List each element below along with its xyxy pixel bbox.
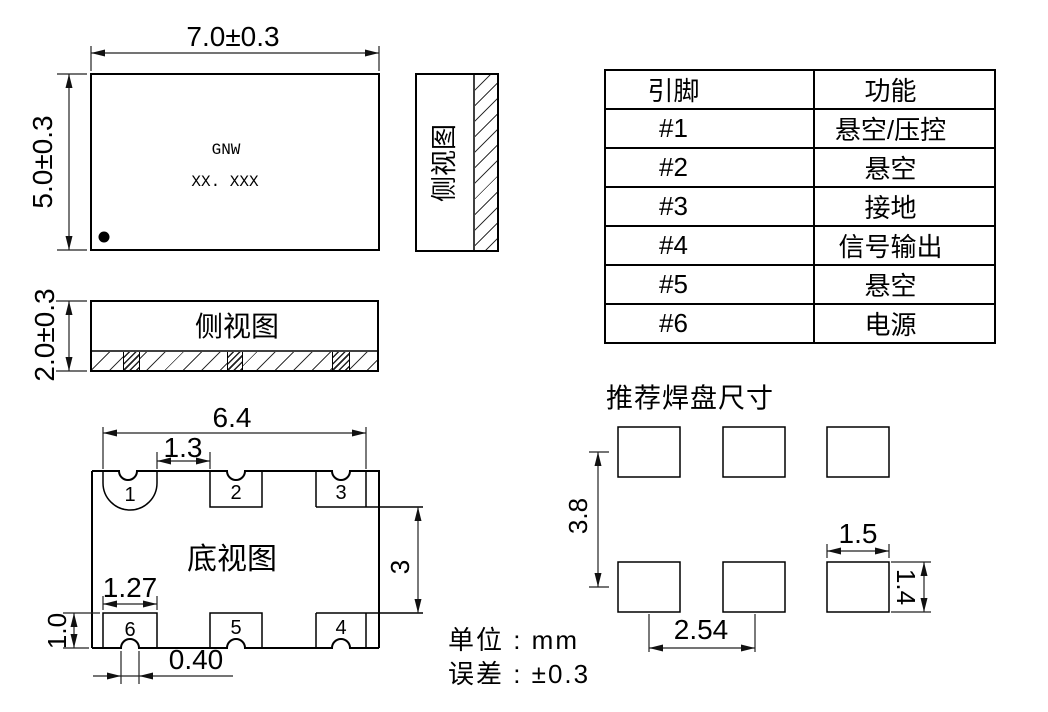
function-cell: 悬空 xyxy=(813,147,996,188)
front-side-height-dim: 2.0±0.3 xyxy=(29,288,60,382)
pin-number-4: 4 xyxy=(335,617,347,639)
front-side-pad-c xyxy=(332,352,350,370)
top-view-height-dim: 5.0±0.3 xyxy=(27,115,58,209)
land-pad-6 xyxy=(617,561,681,613)
pin-header-cell: 引脚 xyxy=(604,69,815,110)
land-pad-height-dim: 1.4 xyxy=(891,568,921,606)
pin1-marker-dot xyxy=(98,231,110,243)
bottom-pad-width-dim: 1.27 xyxy=(102,572,158,603)
pin-number-3: 3 xyxy=(335,482,347,504)
pad-col-spacing-dim: 2.54 xyxy=(673,614,729,645)
tolerance-note: 误差 : ±0.3 xyxy=(448,659,591,689)
pin-number-5: 5 xyxy=(230,617,242,639)
land-pad-2 xyxy=(722,426,786,478)
pin-cell: #6 xyxy=(604,303,815,344)
land-pad-5 xyxy=(722,561,786,613)
function-cell: 悬空/压控 xyxy=(813,108,996,149)
pad-3-shape xyxy=(315,471,423,508)
function-cell: 信号输出 xyxy=(813,225,996,266)
right-side-view-label: 侧视图 xyxy=(429,123,459,203)
pin-cell: #4 xyxy=(604,225,815,266)
function-cell: 电源 xyxy=(813,303,996,344)
land-pad-1 xyxy=(617,426,681,478)
top-view-outline xyxy=(90,73,380,251)
table-row: #4 信号输出 xyxy=(604,225,996,266)
pin-cell: #5 xyxy=(604,264,815,305)
pin-cell: #2 xyxy=(604,147,815,188)
table-row: #3 接地 xyxy=(604,186,996,227)
function-cell: 悬空 xyxy=(813,264,996,305)
pin-number-6: 6 xyxy=(124,619,136,641)
bottom-pad-pitch-dim: 1.3 xyxy=(163,432,203,463)
front-side-pad-a xyxy=(123,352,140,370)
table-row: #5 悬空 xyxy=(604,264,996,305)
function-cell: 接地 xyxy=(813,186,996,227)
bottom-view-label: 底视图 xyxy=(187,543,277,576)
bottom-overall-width-dim: 6.4 xyxy=(212,402,252,433)
pin-cell: #3 xyxy=(604,186,815,227)
land-pad-width-dim: 1.5 xyxy=(838,518,878,549)
table-row: #2 悬空 xyxy=(604,147,996,188)
front-side-view-label: 侧视图 xyxy=(194,311,280,342)
pad-4-shape xyxy=(315,612,423,648)
pad-row-spacing-dim: 3.8 xyxy=(563,497,593,535)
pad-layout-title: 推荐焊盘尺寸 xyxy=(606,383,774,414)
pin-number-1: 1 xyxy=(124,484,136,506)
unit-note: 单位 : mm xyxy=(448,625,579,655)
function-header-cell: 功能 xyxy=(813,69,996,110)
land-pad-4 xyxy=(826,561,890,613)
bottom-pad-height-dim: 1.0 xyxy=(42,612,72,650)
frequency-marking: XX. XXX xyxy=(191,173,259,191)
pin-cell: #1 xyxy=(604,108,815,149)
front-side-pad-b xyxy=(227,352,243,370)
brand-marking: GNW xyxy=(211,141,241,159)
pad-row-gap-dim: 3 xyxy=(385,559,415,575)
castellation-width-dim: 0.40 xyxy=(168,644,224,675)
pin-number-2: 2 xyxy=(230,482,242,504)
top-view-width-dim: 7.0±0.3 xyxy=(186,21,280,52)
table-header-row: 引脚 功能 xyxy=(604,69,996,110)
table-row: #1 悬空/压控 xyxy=(604,108,996,149)
pin-function-table: 引脚 功能 #1 悬空/压控 #2 悬空 #3 接地 #4 信号输出 #5 悬空… xyxy=(604,69,996,344)
land-pad-3 xyxy=(826,426,890,478)
table-row: #6 电源 xyxy=(604,303,996,344)
right-side-hatch xyxy=(475,75,497,250)
